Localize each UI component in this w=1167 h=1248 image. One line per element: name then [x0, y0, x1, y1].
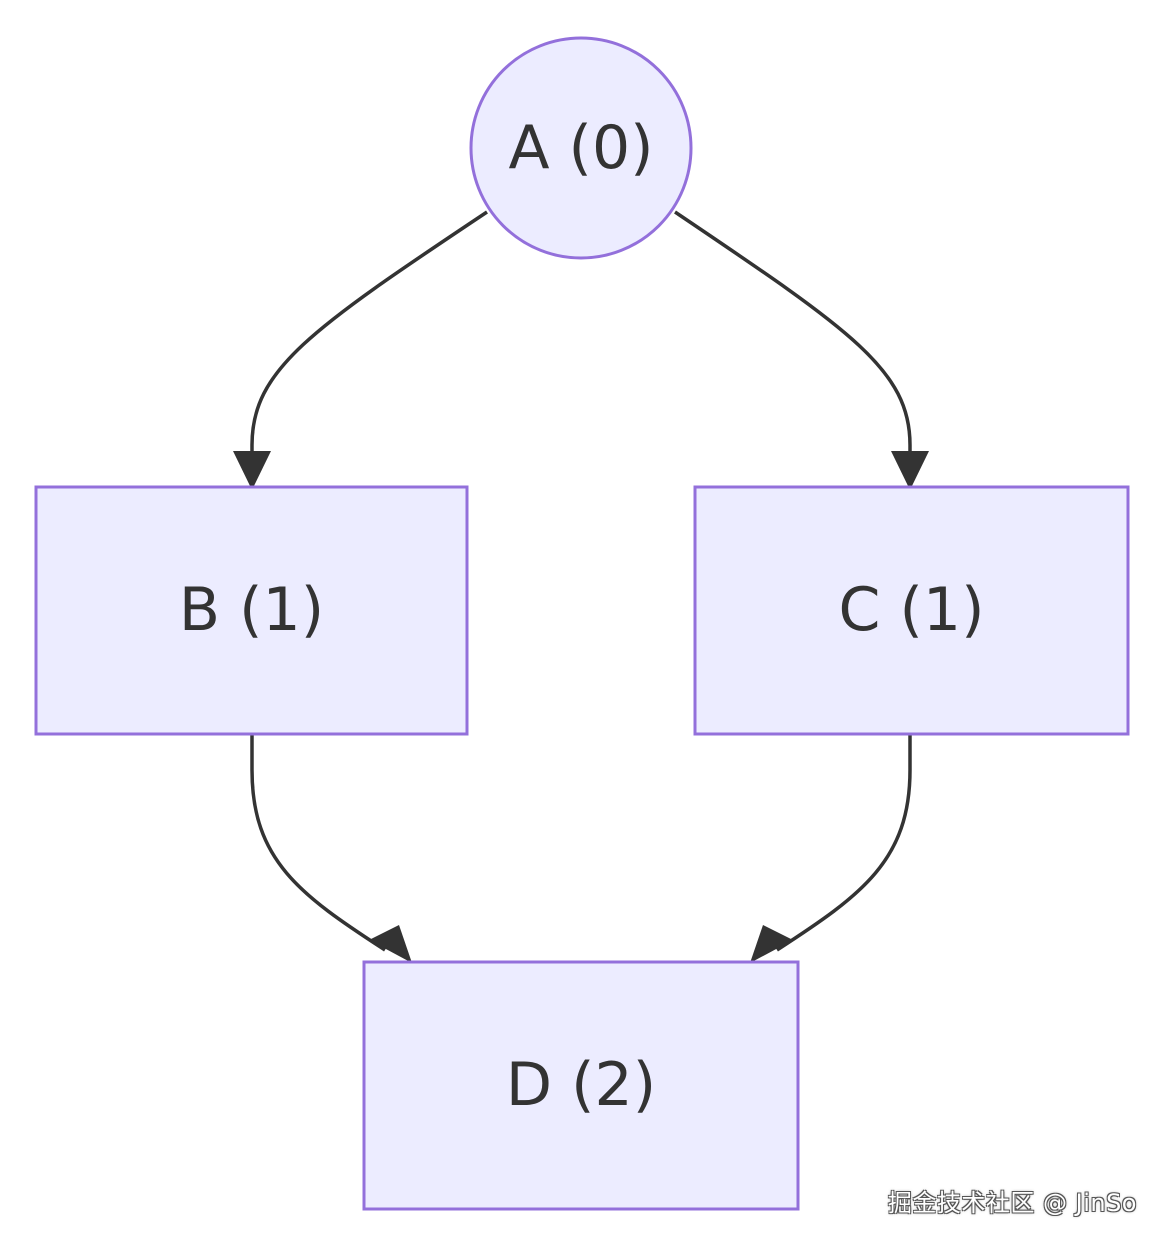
watermark: 掘金技术社区 @ JinSo: [887, 1189, 1137, 1217]
node-b[interactable]: B (1): [34, 485, 469, 736]
node-d[interactable]: D (2): [362, 960, 800, 1211]
node-c-label: C (1): [839, 575, 985, 645]
node-b-shape: [34, 485, 469, 736]
edge-b-to-d: [250, 735, 386, 952]
arrowhead-c-to-d: [750, 925, 793, 963]
node-d-shape: [362, 960, 800, 1211]
node-a-label: A (0): [508, 113, 653, 183]
arrowhead-b-to-d: [369, 925, 412, 963]
node-c[interactable]: C (1): [693, 485, 1130, 736]
node-b-label: B (1): [179, 575, 324, 645]
edges: [233, 210, 929, 963]
arrowhead-a-to-b: [233, 451, 271, 490]
node-a-shape: [469, 36, 693, 260]
edge-c-to-d: [776, 735, 912, 952]
arrowhead-a-to-c: [891, 451, 929, 490]
node-a[interactable]: A (0): [469, 36, 693, 260]
node-d-label: D (2): [506, 1050, 656, 1120]
edge-a-to-c: [674, 210, 912, 458]
node-c-shape: [693, 485, 1130, 736]
edge-a-to-b: [250, 210, 488, 458]
